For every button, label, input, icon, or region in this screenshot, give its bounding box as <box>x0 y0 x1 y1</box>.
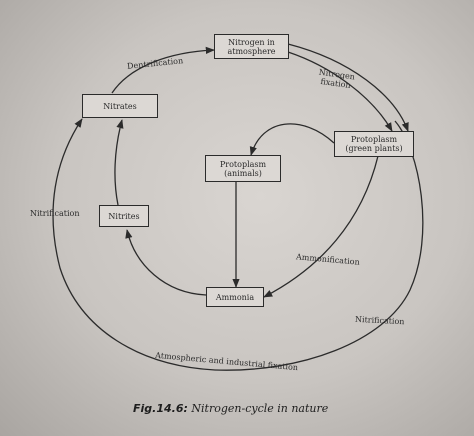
nitrites-to-nitrates-arrow <box>114 119 124 206</box>
ammonia-box: Ammonia <box>206 287 264 307</box>
figure-caption: Fig.14.6: Nitrogen-cycle in nature <box>133 402 328 415</box>
figure-number: Fig.14.6: <box>133 402 188 415</box>
nitrogen-atmosphere-box: Nitrogen in atmosphere <box>214 34 289 59</box>
animals-line2: (animals) <box>224 168 262 178</box>
plants-line1: Protoplasm <box>350 135 398 144</box>
protoplasm-animals-box: Protoplasm (animals) <box>205 155 281 182</box>
animals-line1: Protoplasm <box>219 159 267 169</box>
nitrogen-fixation-arrow-2 <box>287 43 409 132</box>
nitrates-box: Nitrates <box>82 94 158 118</box>
plants-to-animals-arrow <box>249 123 335 156</box>
plants-line2: (green plants) <box>345 144 403 153</box>
nitrites-label: Nitrites <box>108 211 140 221</box>
nitrification-left-label: Nitrification <box>30 209 80 218</box>
atmosphere-line2: atmosphere <box>227 46 276 56</box>
ammonia-label: Ammonia <box>215 292 255 302</box>
denitrification-arrow <box>111 46 215 94</box>
nitrites-box: Nitrites <box>99 205 149 227</box>
atmospheric-fixation-arrow <box>52 118 424 371</box>
ammonia-to-nitrites-arrow <box>125 229 207 296</box>
nitrogen-fixation-arrow-1 <box>287 51 393 132</box>
atmosphere-line1: Nitrogen in <box>228 37 275 47</box>
nitrates-label: Nitrates <box>103 101 137 111</box>
figure-title: Nitrogen-cycle in nature <box>191 402 329 415</box>
ammonification-arrow <box>263 155 379 298</box>
protoplasm-plants-box: Protoplasm (green plants) <box>334 131 414 157</box>
